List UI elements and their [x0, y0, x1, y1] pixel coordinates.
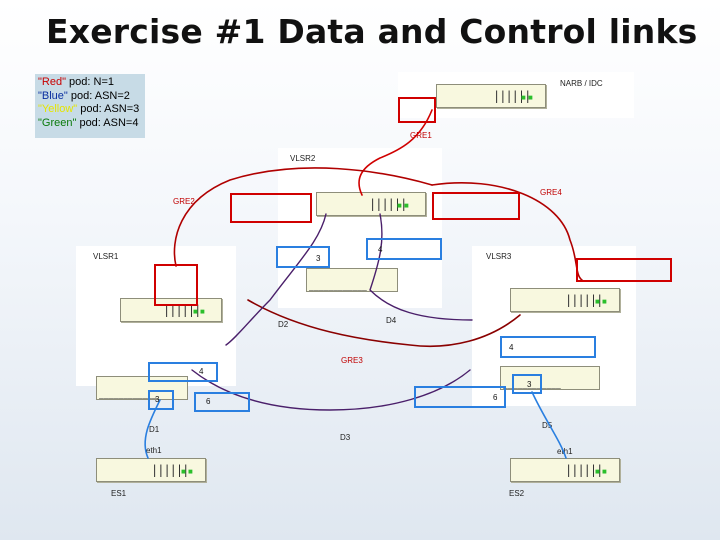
port-vlsr3-6: 6 — [493, 393, 498, 402]
d4-wire — [369, 213, 473, 321]
legend-item-green: "Green" pod: ASN=4 — [38, 117, 145, 131]
d1-label: D1 — [149, 425, 160, 434]
red-box-narb[interactable] — [398, 97, 436, 123]
legend-yellow-text: pod: ASN=3 — [77, 103, 140, 115]
gre1-wire — [358, 109, 433, 196]
page-title: Exercise #1 Data and Control links — [46, 12, 698, 51]
d5-label: D5 — [542, 421, 553, 430]
legend-item-yellow: "Yellow" pod: ASN=3 — [38, 103, 145, 117]
es1-ports: |||||| — [151, 463, 189, 477]
d1-wire — [144, 399, 161, 459]
es1-label: ES1 — [111, 489, 127, 498]
vlsr3-ports: |||||| — [565, 293, 603, 307]
port-vlsr3-4: 4 — [509, 343, 514, 352]
narb-leds: ■ ■ — [521, 93, 533, 102]
d4-label: D4 — [386, 316, 397, 325]
vlsr3-label: VLSR3 — [486, 252, 512, 261]
blue-box-vlsr2-3[interactable] — [276, 246, 330, 268]
d3-label: D3 — [340, 433, 351, 442]
eth1-right-label: eth1 — [557, 447, 573, 456]
vlsr2-ports: |||||| — [369, 197, 407, 211]
vlsr2-router[interactable]: |||||| ■ ■ — [316, 192, 426, 216]
es1-leds: ■ ■ — [181, 467, 193, 476]
blue-box-vlsr3-6[interactable] — [414, 386, 506, 408]
legend-red-name: "Red" — [38, 76, 66, 88]
narb-device[interactable]: |||||| ■ ■ — [436, 84, 546, 108]
vlsr3-switch-row1: ■■■■■■■■■■■■ — [503, 386, 597, 389]
es2-label: ES2 — [509, 489, 525, 498]
legend-blue-name: "Blue" — [38, 89, 68, 102]
blue-box-vlsr2-4[interactable] — [366, 238, 442, 260]
d5-wire — [531, 391, 567, 459]
legend-green-name: "Green" — [38, 116, 77, 129]
port-vlsr1-6: 6 — [206, 397, 211, 406]
gre4-label: GRE4 — [540, 188, 562, 197]
vlsr1-switch-row1: ■■■■■■■■■■■■ — [99, 396, 185, 399]
vlsr2-label: VLSR2 — [290, 154, 316, 163]
narb-label: NARB / IDC — [560, 79, 603, 88]
port-vlsr1-4: 4 — [199, 367, 204, 376]
vlsr2-switch[interactable]: ■■■■■■■■■■■■ ■■■■■■■■■■■■ — [306, 268, 398, 292]
vlsr3-switch[interactable]: ■■■■■■■■■■■■ ■■■■■■■■■■■■ — [500, 366, 600, 390]
es2-leds: ■ ■ — [595, 467, 607, 476]
blue-box-vlsr1-4[interactable] — [148, 362, 218, 382]
gre3-wire — [247, 299, 521, 348]
red-box-vlsr1[interactable] — [154, 264, 198, 306]
blue-box-vlsr1-6[interactable] — [194, 392, 250, 412]
legend-red-text: pod: N=1 — [66, 76, 115, 88]
es2-host[interactable]: |||||| ■ ■ — [510, 458, 620, 482]
legend-yellow-name: "Yellow" — [38, 103, 78, 115]
d2-label: D2 — [278, 320, 289, 329]
port-vlsr2-3: 3 — [316, 254, 321, 263]
vlsr1-router[interactable]: |||||| ■ ■ — [120, 298, 222, 322]
port-vlsr2-4: 4 — [378, 245, 383, 254]
gre2-label: GRE2 — [173, 197, 195, 206]
gre2-wire — [173, 167, 433, 267]
red-box-vlsr3[interactable] — [576, 258, 672, 282]
legend-blue-text: pod: ASN=2 — [67, 89, 130, 102]
gre1-label: GRE1 — [410, 131, 432, 140]
d2-wire — [225, 213, 327, 346]
red-box-vlsr2-right[interactable] — [432, 192, 520, 220]
vlsr2-leds: ■ ■ — [397, 201, 409, 210]
vlsr3-leds: ■ ■ — [595, 297, 607, 306]
legend: "Red" pod: N=1 "Blue" pod: ASN=2 "Yellow… — [35, 74, 145, 138]
es2-ports: |||||| — [565, 463, 603, 477]
vlsr1-label: VLSR1 — [93, 252, 119, 261]
gre3-label: GRE3 — [341, 356, 363, 365]
blue-box-vlsr3-3[interactable] — [512, 374, 542, 394]
narb-ports: |||||| — [493, 89, 531, 103]
legend-item-blue: "Blue" pod: ASN=2 — [38, 90, 145, 104]
blue-box-vlsr1-3[interactable] — [148, 390, 174, 410]
eth1-left-label: eth1 — [146, 446, 162, 455]
port-vlsr1-3: 3 — [155, 395, 160, 404]
es1-host[interactable]: |||||| ■ ■ — [96, 458, 206, 482]
red-box-vlsr2-left[interactable] — [230, 193, 312, 223]
legend-green-text: pod: ASN=4 — [76, 116, 139, 129]
vlsr2-switch-row1: ■■■■■■■■■■■■ — [309, 288, 395, 291]
vlsr3-router[interactable]: |||||| ■ ■ — [510, 288, 620, 312]
blue-box-vlsr3-4[interactable] — [500, 336, 596, 358]
port-vlsr3-3: 3 — [527, 380, 532, 389]
legend-item-red: "Red" pod: N=1 — [38, 76, 145, 90]
vlsr1-ports: |||||| — [163, 303, 201, 317]
vlsr1-leds: ■ ■ — [193, 307, 205, 316]
